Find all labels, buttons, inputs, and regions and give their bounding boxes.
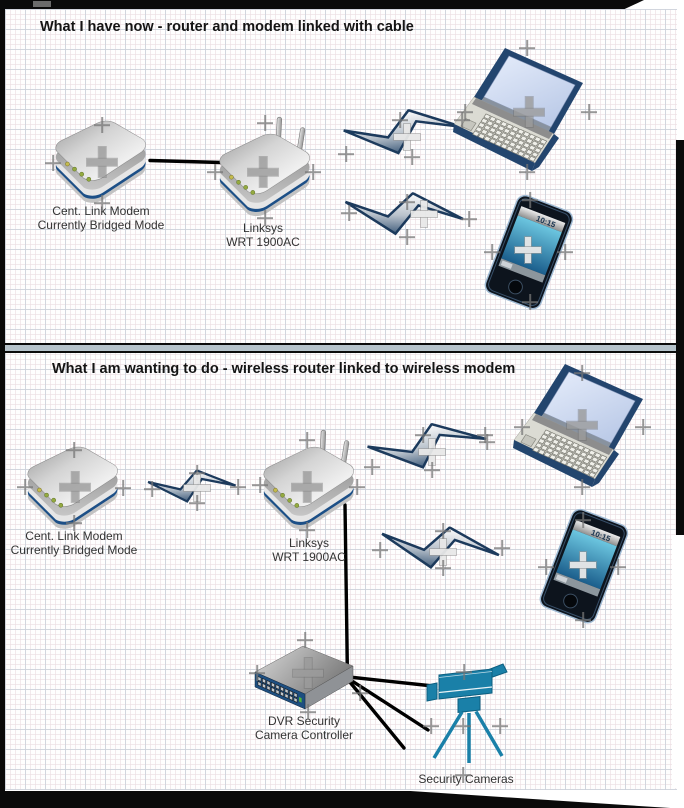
bottom-panel-title[interactable]: What I am wanting to do - wireless route… xyxy=(52,361,516,377)
modem-label-line2: Currently Bridged Mode xyxy=(10,543,138,557)
phone-home-button xyxy=(508,279,523,295)
camera-mount xyxy=(457,695,481,714)
modem-label-line2: Currently Bridged Mode xyxy=(37,218,165,232)
modem-label[interactable]: Cent. Link Modem Currently Bridged Mode xyxy=(0,529,154,557)
dvr-power-led xyxy=(299,697,302,703)
modem-led-lights xyxy=(65,161,92,182)
modem-label-line1: Cent. Link Modem xyxy=(52,204,150,218)
router-label-line2: WRT 1900AC xyxy=(272,550,346,564)
router-label[interactable]: Linksys WRT 1900AC xyxy=(229,536,389,564)
phone-status-bar xyxy=(517,206,566,233)
laptop-keyboard xyxy=(459,108,546,162)
camera-body xyxy=(438,668,493,700)
frame-gap xyxy=(672,535,684,788)
top-panel-title[interactable]: What I have now - router and modem linke… xyxy=(40,19,414,35)
dvr-label-line1: DVR Security xyxy=(267,714,341,728)
modem-icon[interactable] xyxy=(16,444,126,539)
phone-home-button xyxy=(563,593,578,609)
cameras-label-line1: Security Cameras xyxy=(418,772,514,786)
router-led-lights xyxy=(273,487,300,508)
dvr-ports xyxy=(258,677,302,705)
smartphone-icon[interactable]: 10:15 xyxy=(534,506,632,632)
frame-smudge xyxy=(33,1,51,7)
laptop-keyboard xyxy=(519,424,606,478)
router-label-line2: WRT 1900AC xyxy=(226,235,300,249)
modem-led-lights xyxy=(37,487,64,508)
modem-label[interactable]: Cent. Link Modem Currently Bridged Mode xyxy=(21,204,181,232)
dvr-icon[interactable] xyxy=(251,642,357,721)
frame-border-right xyxy=(676,140,684,535)
dvr-label-line2: Camera Controller xyxy=(254,728,354,742)
cameras-label[interactable]: Security Cameras xyxy=(386,772,546,786)
laptop-touchpad xyxy=(521,435,536,447)
laptop-touchpad xyxy=(461,119,476,131)
wireless-bolt-icon[interactable] xyxy=(343,190,467,245)
frame-border-bottom xyxy=(0,791,671,808)
security-camera-icon[interactable] xyxy=(424,660,508,775)
laptop-icon[interactable] xyxy=(513,362,665,501)
frame-border-top xyxy=(0,0,644,9)
dvr-label[interactable]: DVR Security Camera Controller xyxy=(224,714,384,742)
phone-status-bar xyxy=(572,520,621,547)
router-label-line1: Linksys xyxy=(242,221,283,235)
smartphone-icon[interactable]: 10:15 xyxy=(479,192,577,318)
modem-icon[interactable] xyxy=(44,118,154,213)
laptop-icon[interactable] xyxy=(453,46,605,185)
panel-divider[interactable] xyxy=(5,343,677,353)
modem-label-line1: Cent. Link Modem xyxy=(25,529,123,543)
wireless-bolt-icon[interactable] xyxy=(364,414,493,485)
wireless-bolt-icon[interactable] xyxy=(378,522,503,581)
phone-screen xyxy=(501,215,562,276)
router-led-lights xyxy=(229,174,256,195)
router-label[interactable]: Linksys WRT 1900AC xyxy=(183,221,343,249)
router-icon[interactable] xyxy=(208,115,318,224)
router-icon[interactable] xyxy=(252,428,362,537)
camera-lens-block xyxy=(426,682,438,702)
router-label-line1: Linksys xyxy=(288,536,329,550)
wireless-bolt-icon[interactable] xyxy=(147,467,240,512)
frame-border-left xyxy=(0,0,5,808)
camera-tripod xyxy=(432,710,504,763)
phone-screen xyxy=(556,529,617,590)
